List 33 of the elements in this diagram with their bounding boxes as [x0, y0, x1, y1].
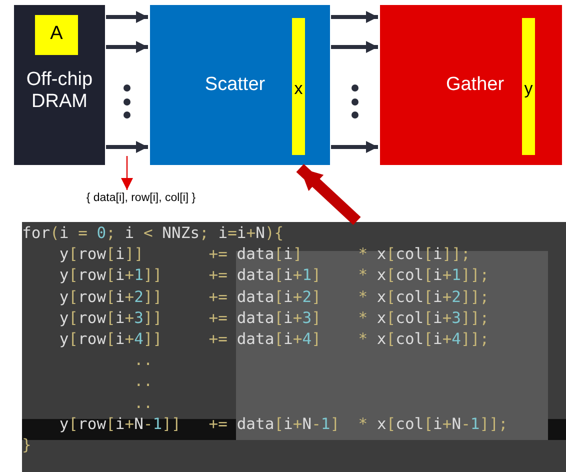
arrow	[106, 41, 148, 53]
arrow	[331, 41, 378, 53]
node-label: { data[i], row[i], col[i] }	[85, 192, 197, 206]
node-label: y	[523, 79, 534, 99]
code-line: y[row[i+N-1]] += data[i+N-1] * x[col[i+N-1]];	[58, 414, 508, 435]
memory-box	[14, 5, 105, 165]
arrow	[331, 11, 378, 23]
code-line: }	[22, 435, 32, 456]
vector-bar	[522, 18, 535, 155]
node-label: Gather	[444, 74, 506, 96]
code-line: ..	[132, 371, 153, 392]
arrow	[106, 141, 148, 153]
arrow	[121, 156, 133, 190]
node-label: x	[293, 79, 304, 99]
matrix-box	[35, 15, 78, 55]
node-label: A	[49, 23, 64, 45]
code-line: y[row[i]] += data[i] * x[col[i]];	[58, 244, 470, 266]
arrow	[296, 164, 361, 226]
node-label: Scatter	[204, 74, 266, 96]
code-line: y[row[i+1]] += data[i+1] * x[col[i+1]];	[58, 265, 490, 286]
code-panel	[22, 222, 566, 472]
arrow	[106, 11, 148, 23]
node-label: Off-chip DRAM	[25, 69, 94, 113]
code-line: for(i = 0; i < NNZs; i=i+N){	[22, 223, 284, 244]
code-line: ..	[132, 350, 153, 372]
scatter-box	[150, 5, 330, 165]
vector-bar	[292, 18, 305, 155]
code-line: y[row[i+3]] += data[i+3] * x[col[i+3]];	[58, 308, 490, 329]
code-line: y[row[i+2]] += data[i+2] * x[col[i+2]];	[58, 286, 490, 308]
gather-box	[380, 5, 562, 165]
code-line: y[row[i+4]] += data[i+4] * x[col[i+4]];	[58, 329, 490, 350]
code-line: ..	[132, 392, 153, 414]
arrow	[331, 141, 378, 153]
